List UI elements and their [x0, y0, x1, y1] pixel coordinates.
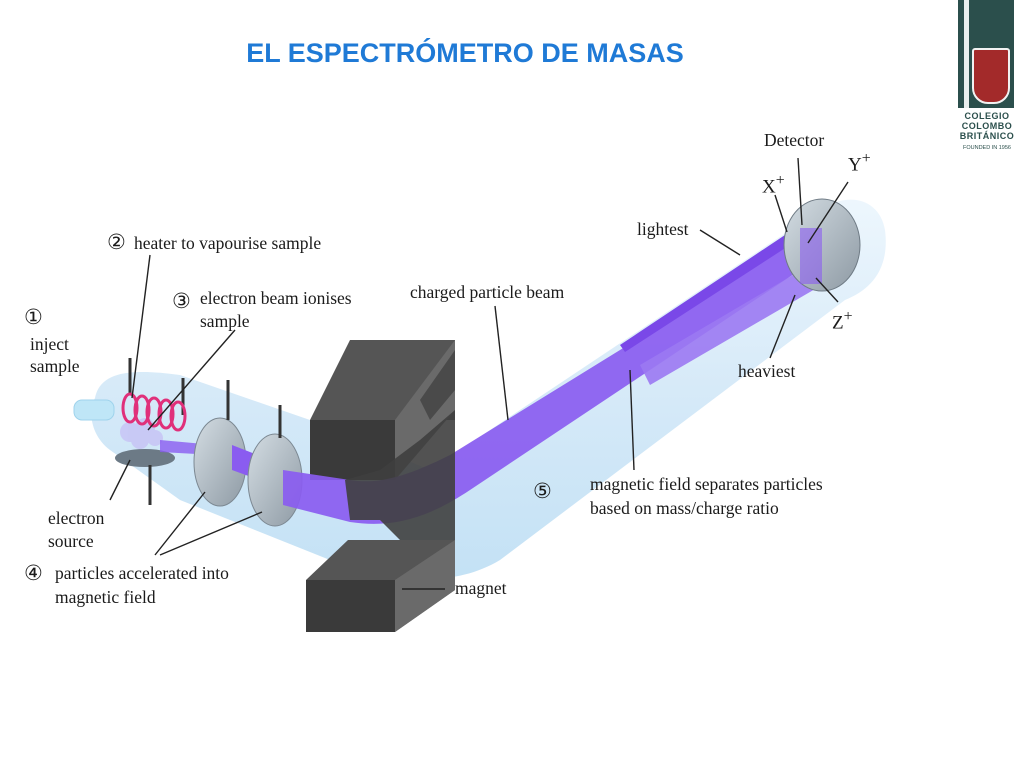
accelerated-label-line1: particles accelerated into	[55, 563, 229, 583]
beam-heaviest	[640, 262, 822, 385]
accelerated-label-line2: magnetic field	[55, 587, 156, 607]
x-ion-label: X+	[762, 172, 785, 198]
detector-label: Detector	[764, 130, 825, 150]
step3-number: ③	[172, 289, 191, 313]
inject-label-line1: inject	[30, 334, 69, 354]
y-ion-label: Y+	[848, 150, 871, 176]
sample-inlet	[73, 399, 115, 421]
step5-number: ⑤	[533, 479, 552, 503]
heater-label: heater to vapourise sample	[134, 233, 322, 253]
page-title: EL ESPECTRÓMETRO DE MASAS	[246, 38, 684, 68]
field-label-line2: based on mass/charge ratio	[590, 498, 779, 518]
heater-coil	[121, 392, 187, 432]
step2-number: ②	[107, 230, 126, 254]
lightest-label: lightest	[637, 219, 689, 239]
charged-beam-label: charged particle beam	[410, 282, 565, 302]
magnet-lower	[306, 410, 455, 632]
sample-cloud	[120, 418, 163, 449]
crest-icon	[972, 48, 1010, 104]
logo-founded: FOUNDED IN 1956	[963, 145, 1011, 151]
logo-line3: BRITÁNICO	[959, 131, 1015, 141]
beam-lightest	[620, 235, 790, 352]
electron-beam-label-line1: electron beam ionises	[200, 288, 352, 308]
logo-stripe	[964, 0, 969, 108]
logo-line1: COLEGIO	[964, 111, 1010, 121]
electron-source	[115, 449, 175, 467]
step1-number: ①	[24, 305, 43, 329]
electron-source-label-line1: electron	[48, 508, 105, 528]
inject-label-line2: sample	[30, 356, 80, 376]
electron-source-label-line2: source	[48, 531, 94, 551]
detector-slot	[800, 228, 822, 284]
z-ion-label: Z+	[832, 308, 853, 334]
magnet-label: magnet	[455, 578, 507, 598]
school-logo: COLEGIO COLOMBO BRITÁNICO FOUNDED IN 195…	[958, 0, 1016, 152]
field-label-line1: magnetic field separates particles	[590, 474, 823, 494]
electron-beam-label-line2: sample	[200, 311, 250, 331]
step4-number: ④	[24, 561, 43, 585]
heaviest-label: heaviest	[738, 361, 796, 381]
leader-lines	[109, 157, 849, 590]
magnet	[310, 340, 455, 480]
logo-line2: COLOMBO	[961, 121, 1013, 131]
